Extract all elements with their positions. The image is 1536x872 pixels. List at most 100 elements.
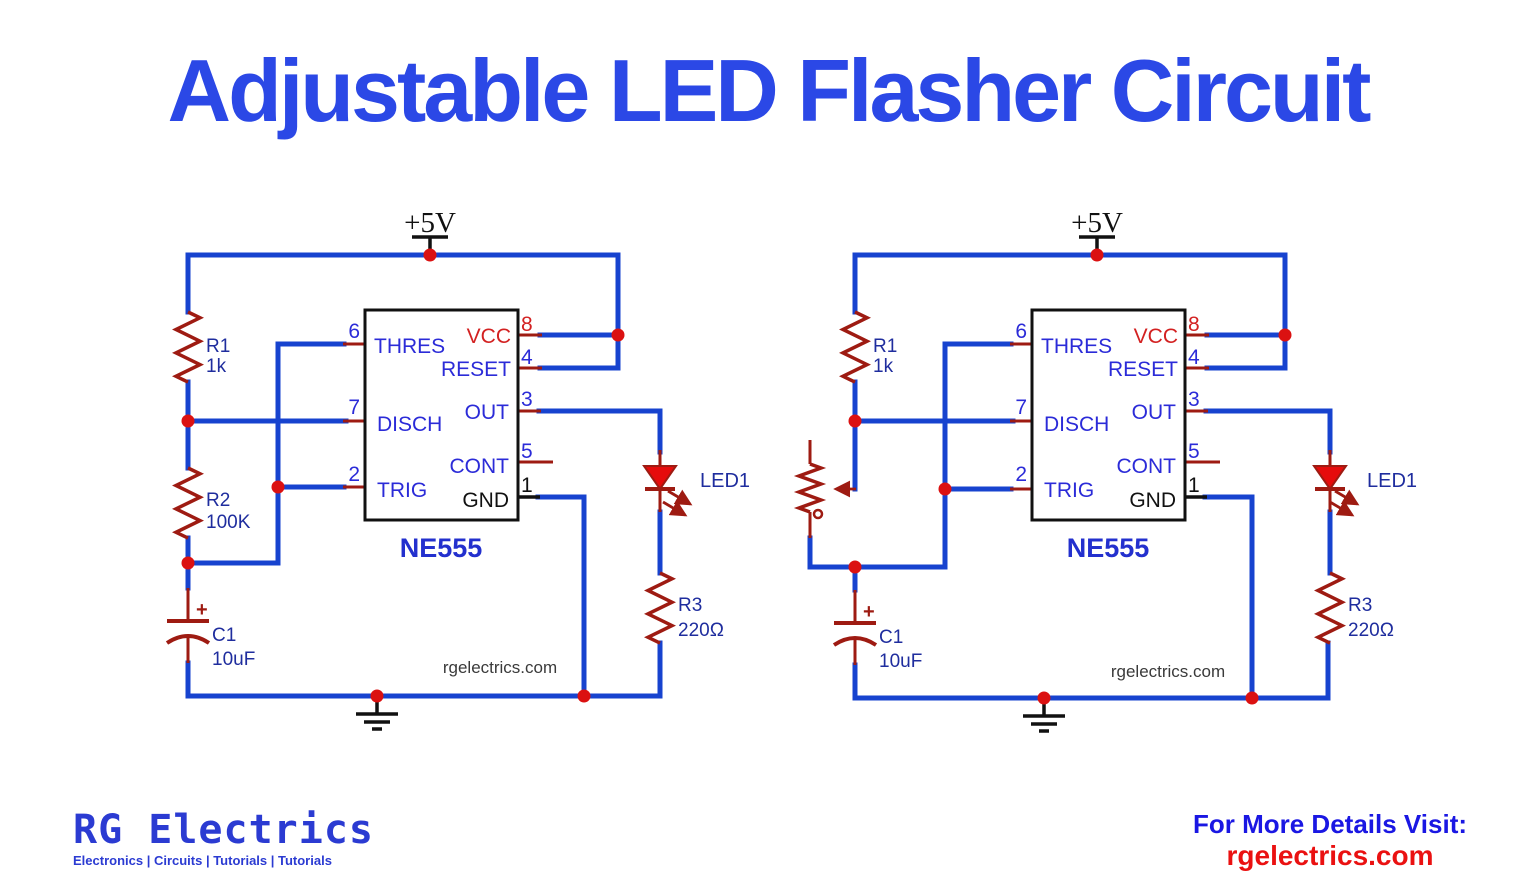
resistor-value: 1k <box>206 356 227 377</box>
led-light-arrow <box>662 500 688 517</box>
pin-label: VCC <box>1134 325 1178 348</box>
resistor-ref: R1 <box>873 336 897 357</box>
led-ref: LED1 <box>1367 470 1417 492</box>
pin-stubs-and-leads <box>186 333 662 663</box>
supply-label: +5V <box>404 207 456 239</box>
resistor-zigzag <box>643 571 677 645</box>
junction-dot <box>848 560 862 574</box>
pin-label: THRES <box>1041 335 1112 358</box>
pin-number: 6 <box>1015 320 1027 343</box>
junction-dot <box>1037 691 1051 705</box>
resistor-zigzag <box>1313 571 1347 645</box>
footer-details: For More Details Visit: rgelectrics.com <box>1180 809 1480 872</box>
resistor-r1: R1 1k <box>838 310 897 384</box>
junction-dots <box>181 248 625 703</box>
junction-dot <box>423 248 437 262</box>
pin-number: 8 <box>1188 313 1200 336</box>
ic-body <box>363 308 520 522</box>
resistor-r3: R3 220Ω <box>643 571 724 645</box>
pin-label: DISCH <box>377 413 442 436</box>
pin-number: 3 <box>1188 388 1200 411</box>
resistor-ref: R2 <box>206 490 230 511</box>
pin-number: 5 <box>521 440 533 463</box>
led-triangle <box>1312 465 1348 491</box>
led-led1: LED1 <box>1312 465 1417 517</box>
potentiometer <box>793 440 856 538</box>
pin-label: GND <box>1129 489 1176 512</box>
pin-number: 2 <box>1015 463 1027 486</box>
resistor-zigzag <box>838 310 872 384</box>
pin-number: 7 <box>348 396 360 419</box>
pin-number: 2 <box>348 463 360 486</box>
pin-label: OUT <box>1132 401 1177 424</box>
junction-dot <box>181 414 195 428</box>
pin-stubs-and-leads <box>853 333 1332 665</box>
wires <box>807 252 1333 701</box>
junction-dot <box>848 414 862 428</box>
pin-label: CONT <box>450 455 510 478</box>
ic-name: NE555 <box>1067 533 1150 563</box>
resistor-zigzag <box>171 466 205 540</box>
capacitor-value: 10uF <box>212 649 255 670</box>
led-light-arrow <box>1334 489 1360 506</box>
ic-name: NE555 <box>400 533 483 563</box>
pin-label: CONT <box>1117 455 1177 478</box>
pin-number: 5 <box>1188 440 1200 463</box>
led-triangle <box>642 465 678 491</box>
led-light-arrow <box>667 489 693 506</box>
pin-label: OUT <box>465 401 510 424</box>
pin-label: GND <box>462 489 509 512</box>
resistor-value: 1k <box>873 356 894 377</box>
pin-label: RESET <box>441 358 511 381</box>
capacitor-value: 10uF <box>879 651 922 672</box>
capacitor-ref: C1 <box>212 625 236 646</box>
led-light-arrow <box>1329 500 1355 517</box>
pin-label: VCC <box>467 325 511 348</box>
circuit-diagram-right: +5V R1 1k + C1 10uF 6 <box>793 207 1417 733</box>
pin-label: THRES <box>374 335 445 358</box>
supply-label: +5V <box>1071 207 1123 239</box>
ic-body <box>1030 308 1187 522</box>
ic-ne555: 6 THRES 7 DISCH 2 TRIG 8 VCC 4 RESET 3 O… <box>348 308 540 563</box>
power-symbol: +5V <box>404 207 456 255</box>
junction-dot <box>1278 328 1292 342</box>
resistor-value: 220Ω <box>678 620 724 641</box>
capacitor-c1: + C1 10uF <box>832 601 922 672</box>
pin-number: 1 <box>521 474 533 497</box>
page-title: Adjustable LED Flasher Circuit <box>167 41 1372 140</box>
pin-number: 1 <box>1188 474 1200 497</box>
led-led1: LED1 <box>642 465 750 517</box>
pot-zigzag <box>793 462 827 514</box>
resistor-zigzag <box>171 310 205 384</box>
watermark: rgelectrics.com <box>443 658 557 677</box>
footer-website-link[interactable]: rgelectrics.com <box>1226 839 1434 871</box>
polarity-plus-sign: + <box>196 599 208 621</box>
pin-label: TRIG <box>1044 479 1094 502</box>
junction-dot <box>1245 691 1259 705</box>
pin-label: RESET <box>1108 358 1178 381</box>
pin-number: 8 <box>521 313 533 336</box>
pin-number: 6 <box>348 320 360 343</box>
brand-logo-text: RG Electrics <box>73 807 374 853</box>
junction-dot <box>1090 248 1104 262</box>
capacitor-ref: C1 <box>879 627 903 648</box>
pin-label: TRIG <box>377 479 427 502</box>
pin-label: DISCH <box>1044 413 1109 436</box>
capacitor-c1: + C1 10uF <box>165 599 255 670</box>
resistor-r2: R2 100K <box>171 466 251 540</box>
pin-number: 7 <box>1015 396 1027 419</box>
led-ref: LED1 <box>700 470 750 492</box>
ic-ne555: 6 THRES 7 DISCH 2 TRIG 8 VCC 4 RESET 3 O… <box>1015 308 1207 563</box>
watermark: rgelectrics.com <box>1111 662 1225 681</box>
junction-dot <box>271 480 285 494</box>
resistor-value: 100K <box>206 512 251 533</box>
pin-number: 4 <box>521 346 533 369</box>
junction-dot <box>181 556 195 570</box>
ground-symbol <box>1023 698 1065 733</box>
circuit-diagram-left: +5V R1 1k R2 100K + C1 10uF 6 THRES <box>165 207 750 731</box>
junction-dot <box>577 689 591 703</box>
resistor-value: 220Ω <box>1348 620 1394 641</box>
pin-number: 4 <box>1188 346 1200 369</box>
junction-dots <box>848 248 1292 705</box>
